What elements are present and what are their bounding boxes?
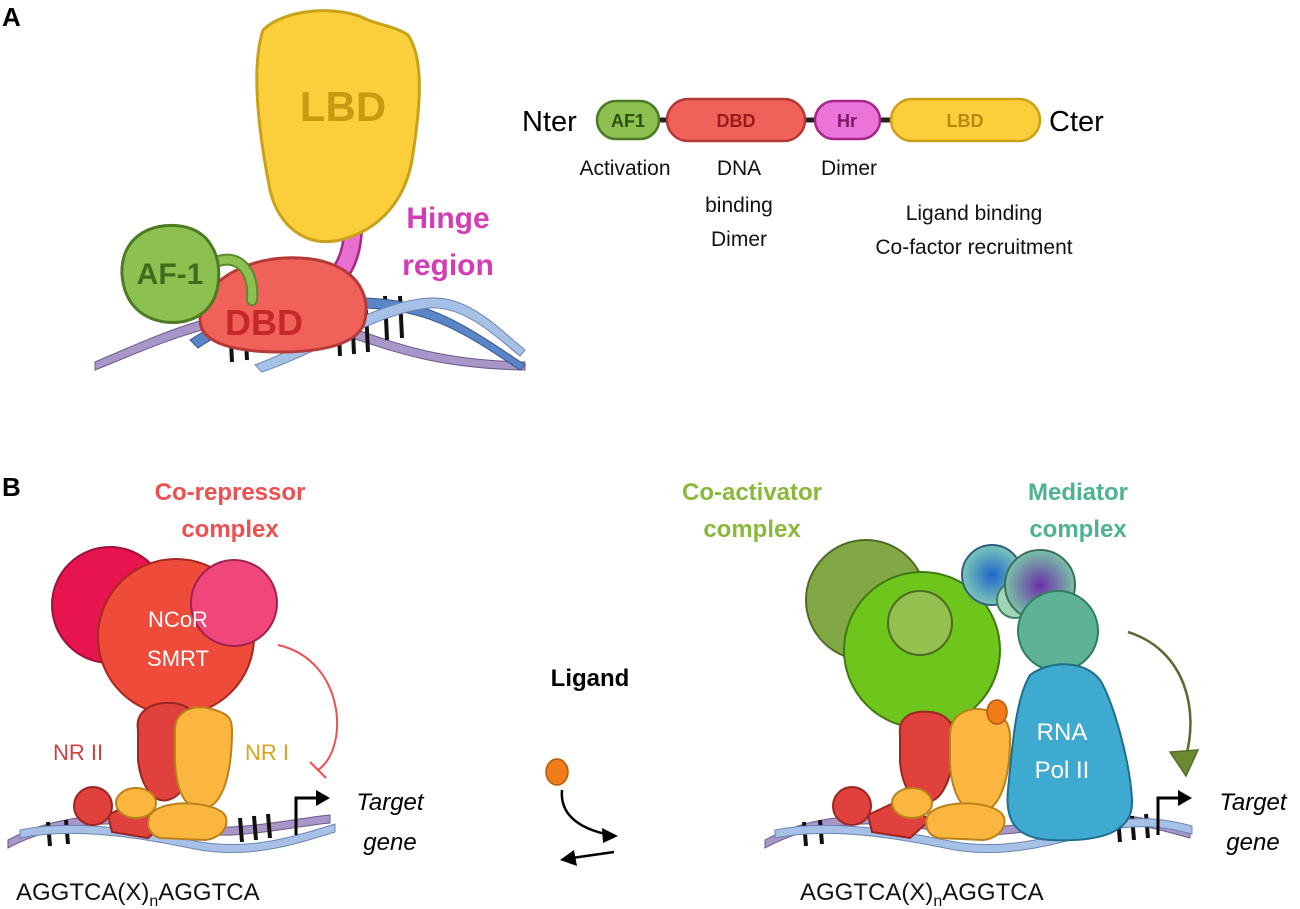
rna-label: RNA: [1037, 719, 1088, 746]
target-gene-left-line1: Target: [356, 789, 424, 816]
activation-arrow: [1127, 630, 1192, 761]
sequence-left-prefix: AGGTCA(X): [16, 879, 149, 906]
domain-dbd-box: [665, 97, 807, 143]
corepressor-title-line1: Co-repressor: [155, 479, 306, 506]
pol2-label: Pol II: [1035, 757, 1090, 784]
ligand-label: Ligand: [551, 665, 630, 692]
function-dbd-line2: binding: [705, 194, 773, 217]
dbd-gold-left: [147, 802, 228, 842]
sequence-left-suffix: AGGTCA: [158, 879, 259, 906]
dna-bound-gold-left: [115, 787, 157, 819]
repression-line: [277, 644, 338, 771]
function-lbd-line2: Co-factor recruitment: [875, 236, 1072, 259]
nr2-label: NR II: [53, 740, 103, 765]
rna-pol2-shape: [1006, 663, 1134, 842]
target-gene-right-line1: Target: [1219, 789, 1287, 816]
nr1-receptor-right: [949, 708, 1012, 814]
n-terminus-label: Nter: [522, 106, 577, 138]
coactivator-title-line2: complex: [703, 516, 801, 543]
ligand-drop: [545, 758, 569, 786]
nr1-receptor-left: [174, 706, 234, 810]
sequence-left-sub: n: [149, 893, 158, 909]
lbd-blob-label: LBD: [300, 83, 386, 130]
dna-bound-gold-right: [891, 787, 933, 819]
hinge-label-line1: Hinge: [406, 202, 489, 235]
equilibrium-arrows: [560, 789, 611, 837]
function-lbd-line1: Ligand binding: [906, 202, 1043, 225]
sequence-right-sub: n: [933, 893, 942, 909]
panel-b-letter: B: [2, 472, 21, 502]
domain-dbd-label: DBD: [717, 111, 756, 131]
dna-bound-red-left: [73, 786, 113, 826]
sequence-left: AGGTCA(X)nAGGTCA: [16, 879, 260, 909]
ligand-bound-right: [986, 699, 1008, 725]
domain-af1-box: [595, 99, 661, 141]
mediator-title-line2: complex: [1029, 516, 1127, 543]
domain-hr-box: [813, 99, 882, 141]
domain-lbd-label: LBD: [947, 111, 984, 131]
target-gene-left-line2: gene: [363, 829, 416, 856]
function-dbd-line3: Dimer: [711, 228, 767, 251]
dbd-blob-label: DBD: [225, 302, 303, 343]
af1-blob-label: AF-1: [137, 258, 204, 291]
mediator-title-line1: Mediator: [1028, 479, 1128, 506]
c-terminus-label: Cter: [1049, 106, 1104, 138]
nr1-label: NR I: [245, 740, 289, 765]
tss-arrow-right: [1156, 796, 1180, 835]
smrt-label: SMRT: [147, 646, 209, 671]
domain-lbd-box: [889, 97, 1042, 143]
hinge-label-line2: region: [402, 249, 494, 282]
sequence-right: AGGTCA(X)nAGGTCA: [800, 879, 1044, 909]
lbd-blob: [255, 9, 421, 243]
dna-bound-red-right: [832, 786, 872, 826]
domain-hr-label: Hr: [837, 111, 857, 131]
tss-arrow-left: [294, 796, 318, 835]
mediator-subunit-main: [1017, 590, 1099, 672]
sequence-right-suffix: AGGTCA: [942, 879, 1043, 906]
corepressor-subunit-front: [190, 559, 278, 647]
coactivator-title-line1: Co-activator: [682, 479, 822, 506]
domain-bar: Nter AF1 DBD Hr LBD Cter: [522, 97, 1104, 143]
panel-a-letter: A: [2, 2, 21, 32]
function-hr: Dimer: [821, 157, 877, 180]
function-af1: Activation: [579, 157, 670, 180]
sequence-right-prefix: AGGTCA(X): [800, 879, 933, 906]
function-dbd-line1: DNA: [717, 157, 761, 180]
coactivator-inner-circle: [887, 590, 953, 656]
af1-blob: [120, 223, 221, 324]
corepressor-title-line2: complex: [181, 516, 279, 543]
dbd-gold-right: [925, 802, 1006, 842]
target-gene-right-line2: gene: [1226, 829, 1279, 856]
ncor-label: NCoR: [148, 607, 208, 632]
domain-af1-label: AF1: [611, 111, 645, 131]
